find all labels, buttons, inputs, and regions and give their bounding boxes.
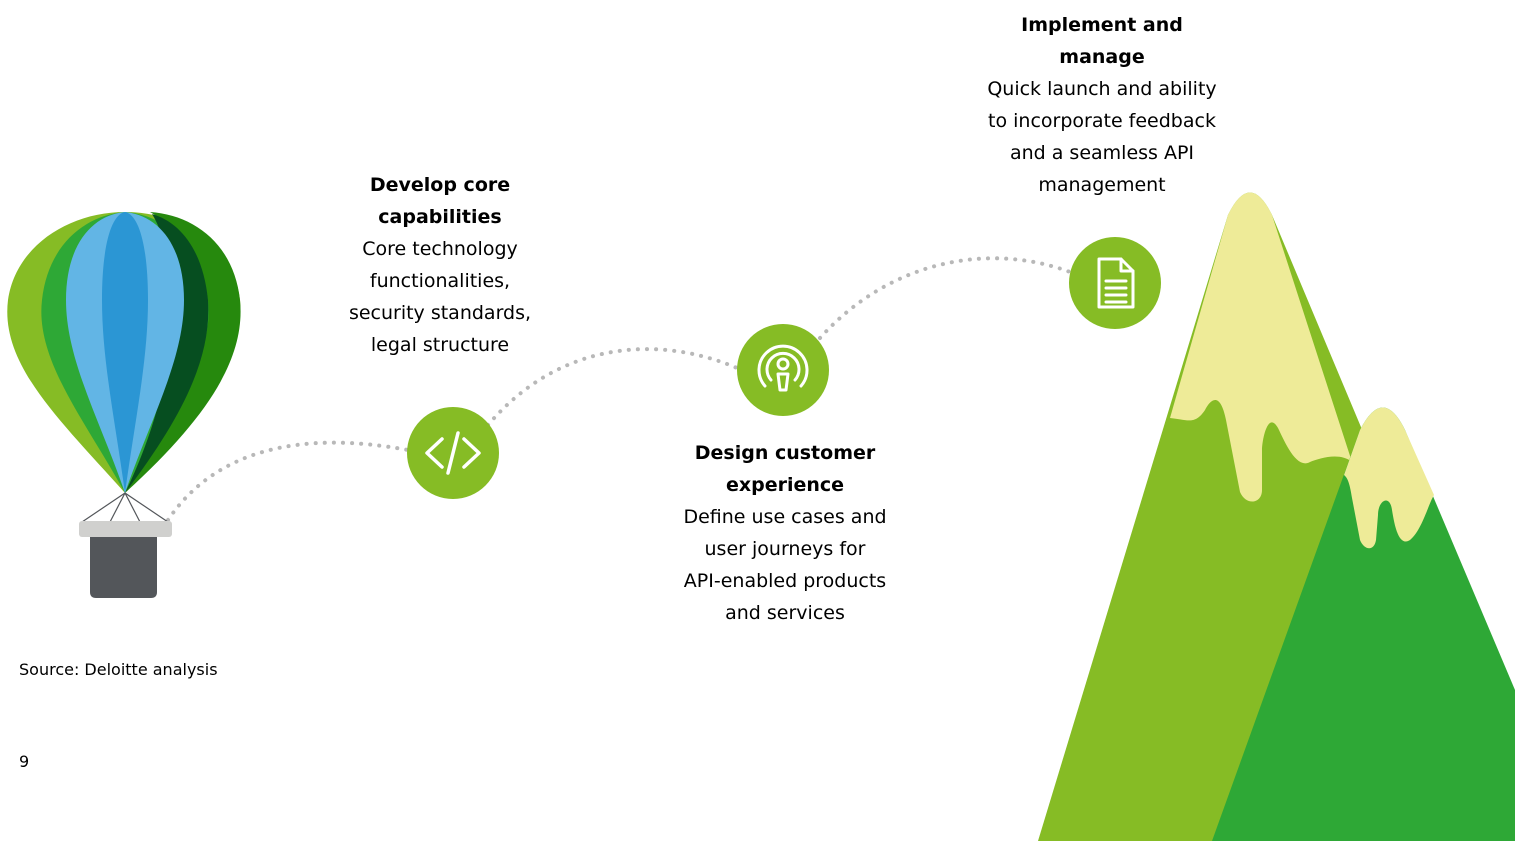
code-icon-circle	[407, 407, 499, 499]
broadcast-person-icon	[757, 344, 809, 392]
step-title: Design customer experience	[655, 437, 915, 501]
desc-line: to incorporate feedback	[988, 110, 1216, 132]
document-icon	[1097, 257, 1135, 309]
step-design-customer-experience: Design customer experience Define use ca…	[655, 437, 915, 629]
desc-line: functionalities,	[369, 270, 511, 292]
title-line: manage	[1059, 46, 1145, 68]
step-develop-core-capabilities: Develop core capabilities Core technolog…	[320, 169, 560, 361]
step-description: Core technology functionalities, securit…	[320, 233, 560, 361]
desc-line: legal structure	[370, 334, 510, 356]
desc-line: user journeys for	[704, 538, 866, 560]
step-title: Develop core capabilities	[320, 169, 560, 233]
source-note: Source: Deloitte analysis	[19, 660, 218, 679]
desc-line: and a seamless API	[1009, 142, 1195, 164]
page-number: 9	[19, 752, 30, 771]
title-line: Design customer	[694, 442, 876, 464]
broadcast-person-icon-circle	[737, 324, 829, 416]
desc-line: management	[1038, 174, 1166, 196]
step-description: Quick launch and ability to incorporate …	[962, 73, 1242, 201]
document-icon-circle	[1069, 237, 1161, 329]
title-line: capabilities	[378, 206, 502, 228]
desc-line: API-enabled products	[683, 570, 887, 592]
step-title: Implement and manage	[962, 9, 1242, 73]
desc-line: Define use cases and	[683, 506, 887, 528]
title-line: Develop core	[369, 174, 511, 196]
desc-line: Quick launch and ability	[987, 78, 1217, 100]
title-line: Implement and	[1021, 14, 1183, 36]
step-implement-and-manage: Implement and manage Quick launch and ab…	[962, 9, 1242, 201]
title-line: experience	[725, 474, 845, 496]
code-icon	[425, 431, 481, 475]
desc-line: security standards,	[348, 302, 532, 324]
desc-line: and services	[725, 602, 845, 624]
desc-line: Core technology	[362, 238, 518, 260]
step-description: Define use cases and user journeys for A…	[655, 501, 915, 629]
